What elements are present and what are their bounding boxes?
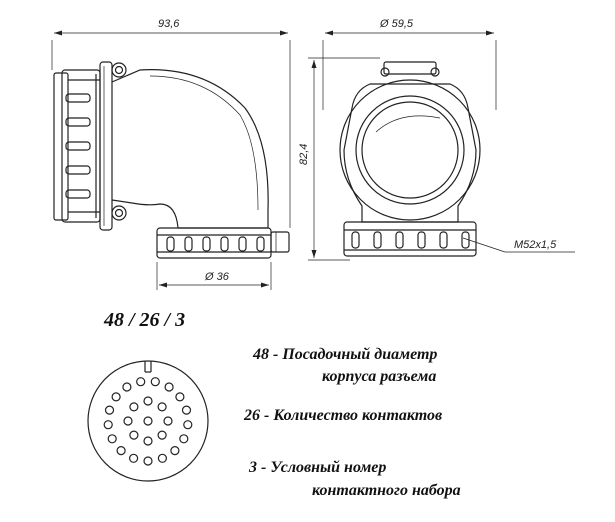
contact-pin xyxy=(111,392,121,402)
contact-pin xyxy=(163,416,173,426)
legend-item-2: 26 - Количество контактов xyxy=(244,407,443,424)
side-view xyxy=(51,30,291,290)
contact-pin xyxy=(157,402,167,412)
contact-pin xyxy=(157,430,167,440)
contact-pin xyxy=(122,382,132,392)
contact-pin xyxy=(175,392,185,402)
contact-pin xyxy=(129,430,139,440)
contact-pin xyxy=(116,446,126,456)
contact-pin xyxy=(143,436,153,446)
contact-pin xyxy=(164,382,174,392)
contact-pin xyxy=(157,453,167,463)
contact-pin xyxy=(150,377,160,387)
legend-item-3-line-2: контактного набора xyxy=(312,482,461,499)
contact-pin xyxy=(179,434,189,444)
contact-pin xyxy=(107,434,117,444)
dim-body-diameter: Ø 59,5 xyxy=(379,18,414,30)
contact-pin xyxy=(104,405,115,415)
legend-item-1-line-1: 48 - Посадочный диаметр xyxy=(253,346,438,363)
contact-pin xyxy=(103,420,113,430)
contact-pin xyxy=(129,453,139,463)
connector-code: 48 / 26 / 3 xyxy=(104,309,186,331)
contact-pin xyxy=(136,377,146,387)
contact-pin xyxy=(123,416,133,426)
front-view xyxy=(308,30,575,261)
contact-pin xyxy=(183,420,193,430)
contact-pin xyxy=(143,396,153,406)
contact-pin xyxy=(170,446,180,456)
contact-pin xyxy=(143,456,153,466)
legend-item-1-line-2: корпуса разъема xyxy=(322,368,437,385)
dim-thread: M52x1,5 xyxy=(514,239,557,251)
contact-pin xyxy=(129,402,139,412)
dim-outlet-diameter: Ø 36 xyxy=(204,271,230,283)
contact-layout xyxy=(87,360,209,482)
dim-overall-width: 93,6 xyxy=(158,18,180,30)
dim-height: 82,4 xyxy=(298,144,310,165)
contact-pins xyxy=(103,377,193,466)
legend-item-3-line-1: 3 - Условный номер xyxy=(249,459,387,476)
contact-pin xyxy=(143,416,153,426)
contact-pin xyxy=(181,405,192,415)
